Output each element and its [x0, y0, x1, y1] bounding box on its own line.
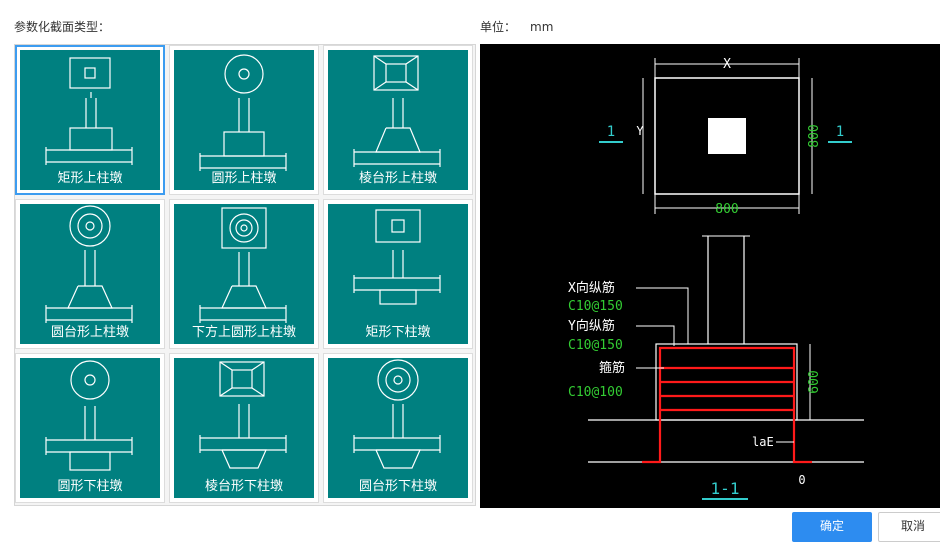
- circle-lower-pier-icon: [45, 360, 133, 471]
- frustum-lower-pier-icon: [199, 361, 287, 469]
- tile: 下方上圆形上柱墩: [174, 204, 314, 344]
- y-rebar-value: C10@150: [568, 338, 623, 353]
- section-type-label: 参数化截面类型：: [14, 20, 111, 34]
- section-preview-drawing: X Y 800 800 1 1: [568, 57, 864, 500]
- tile: 圆形下柱墩: [20, 358, 160, 498]
- section-title: 1-1: [711, 479, 740, 498]
- offset-label: 0: [798, 473, 805, 487]
- tile: 棱台形下柱墩: [174, 358, 314, 498]
- section-type-option-round-frustum-upper[interactable]: 圆台形上柱墩: [15, 199, 165, 349]
- dim-x-label: X: [723, 57, 731, 72]
- longitudinal-rebar: [642, 346, 812, 464]
- section-type-option-rect-upper[interactable]: 矩形上柱墩: [15, 45, 165, 195]
- section-type-label: 圆台形下柱墩: [358, 479, 437, 494]
- section-type-label: 棱台形上柱墩: [358, 171, 437, 186]
- square-base-round-upper-pier-icon: [199, 207, 287, 323]
- section-preview-panel: X Y 800 800 1 1: [480, 44, 940, 508]
- section-type-label: 矩形下柱墩: [365, 325, 431, 340]
- rebar-group: [642, 346, 812, 464]
- tile: 棱台形上柱墩: [328, 50, 468, 190]
- rect-lower-pier-icon: [353, 209, 441, 305]
- tile: 圆台形下柱墩: [328, 358, 468, 498]
- section-type-label: 圆形下柱墩: [57, 479, 123, 494]
- section-type-label: 棱台形下柱墩: [204, 479, 283, 494]
- tile: 圆台形上柱墩: [20, 204, 160, 344]
- section-type-option-frustum-upper[interactable]: 棱台形上柱墩: [323, 45, 473, 195]
- circle-upper-pier-icon: [199, 54, 287, 171]
- anchor-label: laE: [752, 435, 774, 449]
- stirrup-label: 箍筋: [599, 360, 625, 376]
- section-type-gallery: 矩形上柱墩 圆形上柱墩: [14, 44, 476, 506]
- x-rebar-label: X向纵筋: [568, 280, 615, 296]
- section-mark-right: 1: [836, 124, 844, 140]
- y-rebar-label: Y向纵筋: [568, 318, 615, 334]
- section-type-option-circle-upper[interactable]: 圆形上柱墩: [169, 45, 319, 195]
- tile: 矩形上柱墩: [20, 50, 160, 190]
- section-type-label: 下方上圆形上柱墩: [191, 325, 296, 340]
- plan-view: X Y 800 800 1 1: [599, 57, 852, 217]
- stirrup-value: C10@100: [568, 385, 623, 400]
- x-rebar-value: C10@150: [568, 299, 623, 314]
- round-frustum-upper-pier-icon: [45, 205, 133, 323]
- dim-width-value: 800: [715, 202, 738, 217]
- section-type-option-circle-lower[interactable]: 圆形下柱墩: [15, 353, 165, 503]
- unit-label: 单位：: [480, 20, 517, 34]
- tile: 矩形下柱墩: [328, 204, 468, 344]
- rect-upper-pier-icon: [45, 57, 133, 165]
- section-type-label: 圆台形上柱墩: [50, 325, 129, 340]
- section-type-option-frustum-lower[interactable]: 棱台形下柱墩: [169, 353, 319, 503]
- round-frustum-lower-pier-icon: [353, 359, 441, 469]
- tile: 圆形上柱墩: [174, 50, 314, 190]
- depth-value: 600: [807, 370, 822, 393]
- section-type-option-square-base-round-upper[interactable]: 下方上圆形上柱墩: [169, 199, 319, 349]
- section-type-label: 圆形上柱墩: [211, 171, 277, 186]
- unit-label-group: 单位： mm: [480, 18, 553, 35]
- section-mark-left: 1: [607, 124, 615, 140]
- section-type-option-rect-lower[interactable]: 矩形下柱墩: [323, 199, 473, 349]
- section-view: X向纵筋 C10@150 Y向纵筋 C10@150 箍筋 C10@100 600…: [568, 235, 864, 500]
- unit-value: mm: [530, 20, 554, 34]
- plan-column: [708, 118, 746, 154]
- dim-height-value: 800: [807, 124, 822, 147]
- leader-lines: [636, 287, 689, 369]
- dim-y-label: Y: [636, 124, 644, 138]
- leader-y-rebar: [636, 325, 675, 346]
- section-type-label: 矩形上柱墩: [57, 171, 123, 186]
- frustum-upper-pier-icon: [353, 55, 441, 167]
- ok-button[interactable]: 确定: [792, 512, 872, 542]
- section-type-option-round-frustum-lower[interactable]: 圆台形下柱墩: [323, 353, 473, 503]
- cancel-button[interactable]: 取消: [878, 512, 940, 542]
- leader-x-rebar: [636, 287, 689, 344]
- plan-outline: [654, 77, 800, 195]
